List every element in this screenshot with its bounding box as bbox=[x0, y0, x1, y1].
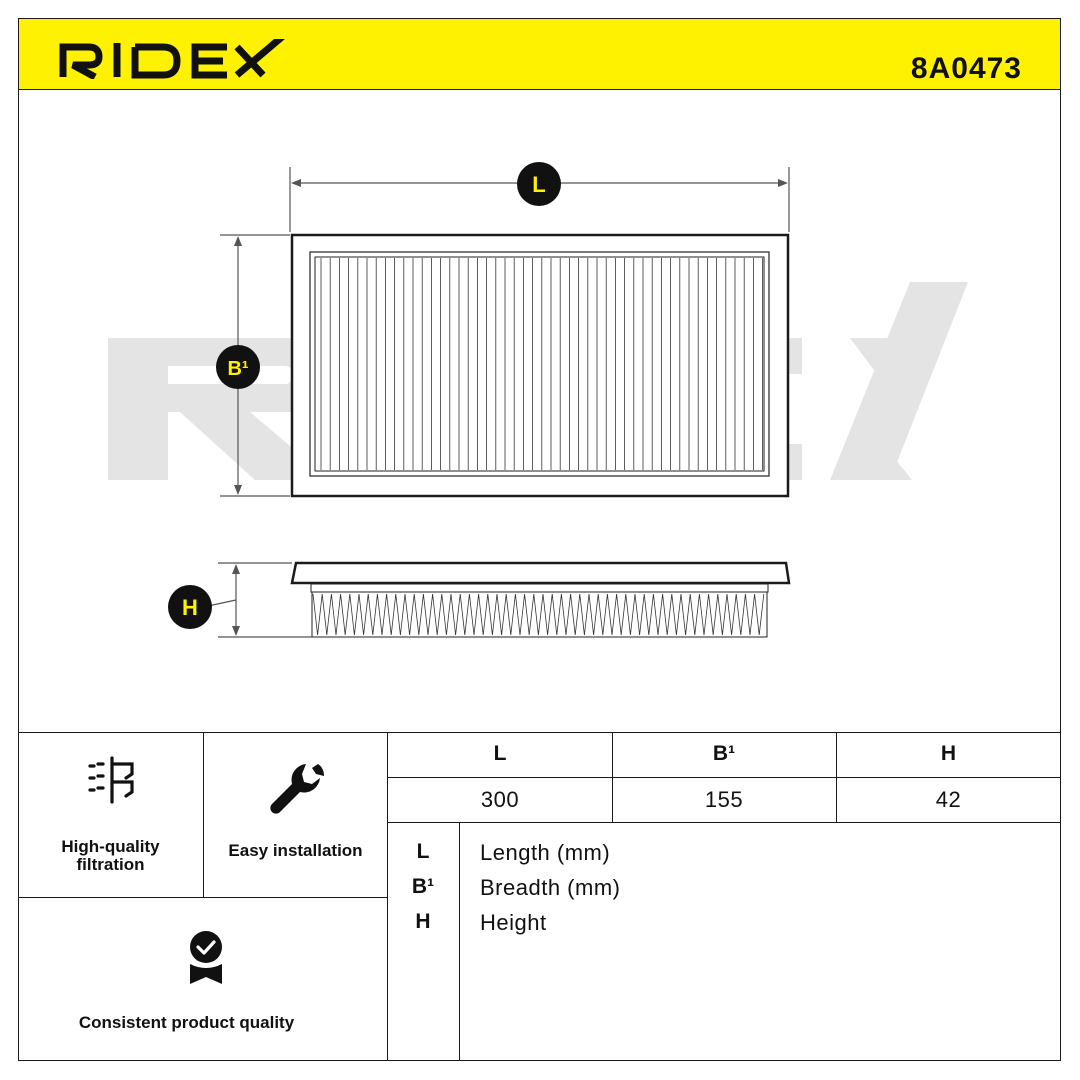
filter-top-view bbox=[290, 233, 790, 498]
legend-desc-height: Height bbox=[480, 910, 547, 935]
dimensions-col-divider bbox=[836, 732, 837, 822]
feature-filtration: High-quality filtration bbox=[18, 732, 204, 897]
feature-quality-label: Consistent product quality bbox=[78, 1013, 295, 1032]
length-marker bbox=[517, 162, 561, 206]
dimensions-row-divider bbox=[388, 777, 1061, 778]
filtration-icon bbox=[88, 756, 134, 804]
header-bar: 8A0473 bbox=[18, 18, 1061, 90]
dim-header-breadth: B¹ bbox=[712, 742, 736, 765]
breadth-marker bbox=[216, 345, 260, 389]
legend-key-height: H bbox=[415, 910, 431, 933]
info-section: High-quality filtration Easy installatio… bbox=[18, 732, 1061, 1061]
feature-filtration-label: High-quality filtration bbox=[61, 837, 160, 874]
quality-badge-icon bbox=[190, 931, 222, 984]
legend: L Length (mm) B¹ Breadth (mm) H Height bbox=[388, 822, 1061, 1061]
dim-value-length: 300 bbox=[480, 787, 520, 812]
legend-key-length: L bbox=[416, 840, 430, 863]
dim-value-height: 42 bbox=[935, 787, 962, 812]
feature-installation-label: Easy installation bbox=[228, 841, 363, 860]
ridex-logo bbox=[59, 39, 285, 79]
legend-desc-breadth: Breadth (mm) bbox=[480, 875, 621, 900]
dimensions-col-divider bbox=[612, 732, 613, 822]
height-marker-label: H bbox=[182, 595, 198, 620]
section-divider bbox=[18, 732, 1061, 733]
legend-col-divider bbox=[459, 822, 460, 1061]
height-marker bbox=[168, 585, 212, 629]
dimensions-table: L B¹ H 300 155 42 bbox=[388, 732, 1061, 823]
part-number: 8A0473 bbox=[910, 52, 1022, 85]
breadth-marker-label: B¹ bbox=[227, 358, 248, 380]
legend-key-breadth: B¹ bbox=[411, 875, 435, 898]
feature-installation: Easy installation bbox=[204, 732, 388, 897]
dim-value-breadth: 155 bbox=[704, 787, 744, 812]
filter-side-view bbox=[290, 561, 791, 638]
height-dimension bbox=[207, 562, 312, 638]
length-marker-label: L bbox=[532, 172, 545, 197]
legend-desc-length: Length (mm) bbox=[480, 840, 611, 865]
wrench-icon bbox=[270, 764, 324, 814]
dim-header-length: L bbox=[493, 742, 507, 765]
feature-quality: Consistent product quality bbox=[18, 897, 388, 1061]
dim-header-height: H bbox=[940, 742, 957, 765]
dimensions-bottom-border bbox=[388, 822, 1061, 823]
